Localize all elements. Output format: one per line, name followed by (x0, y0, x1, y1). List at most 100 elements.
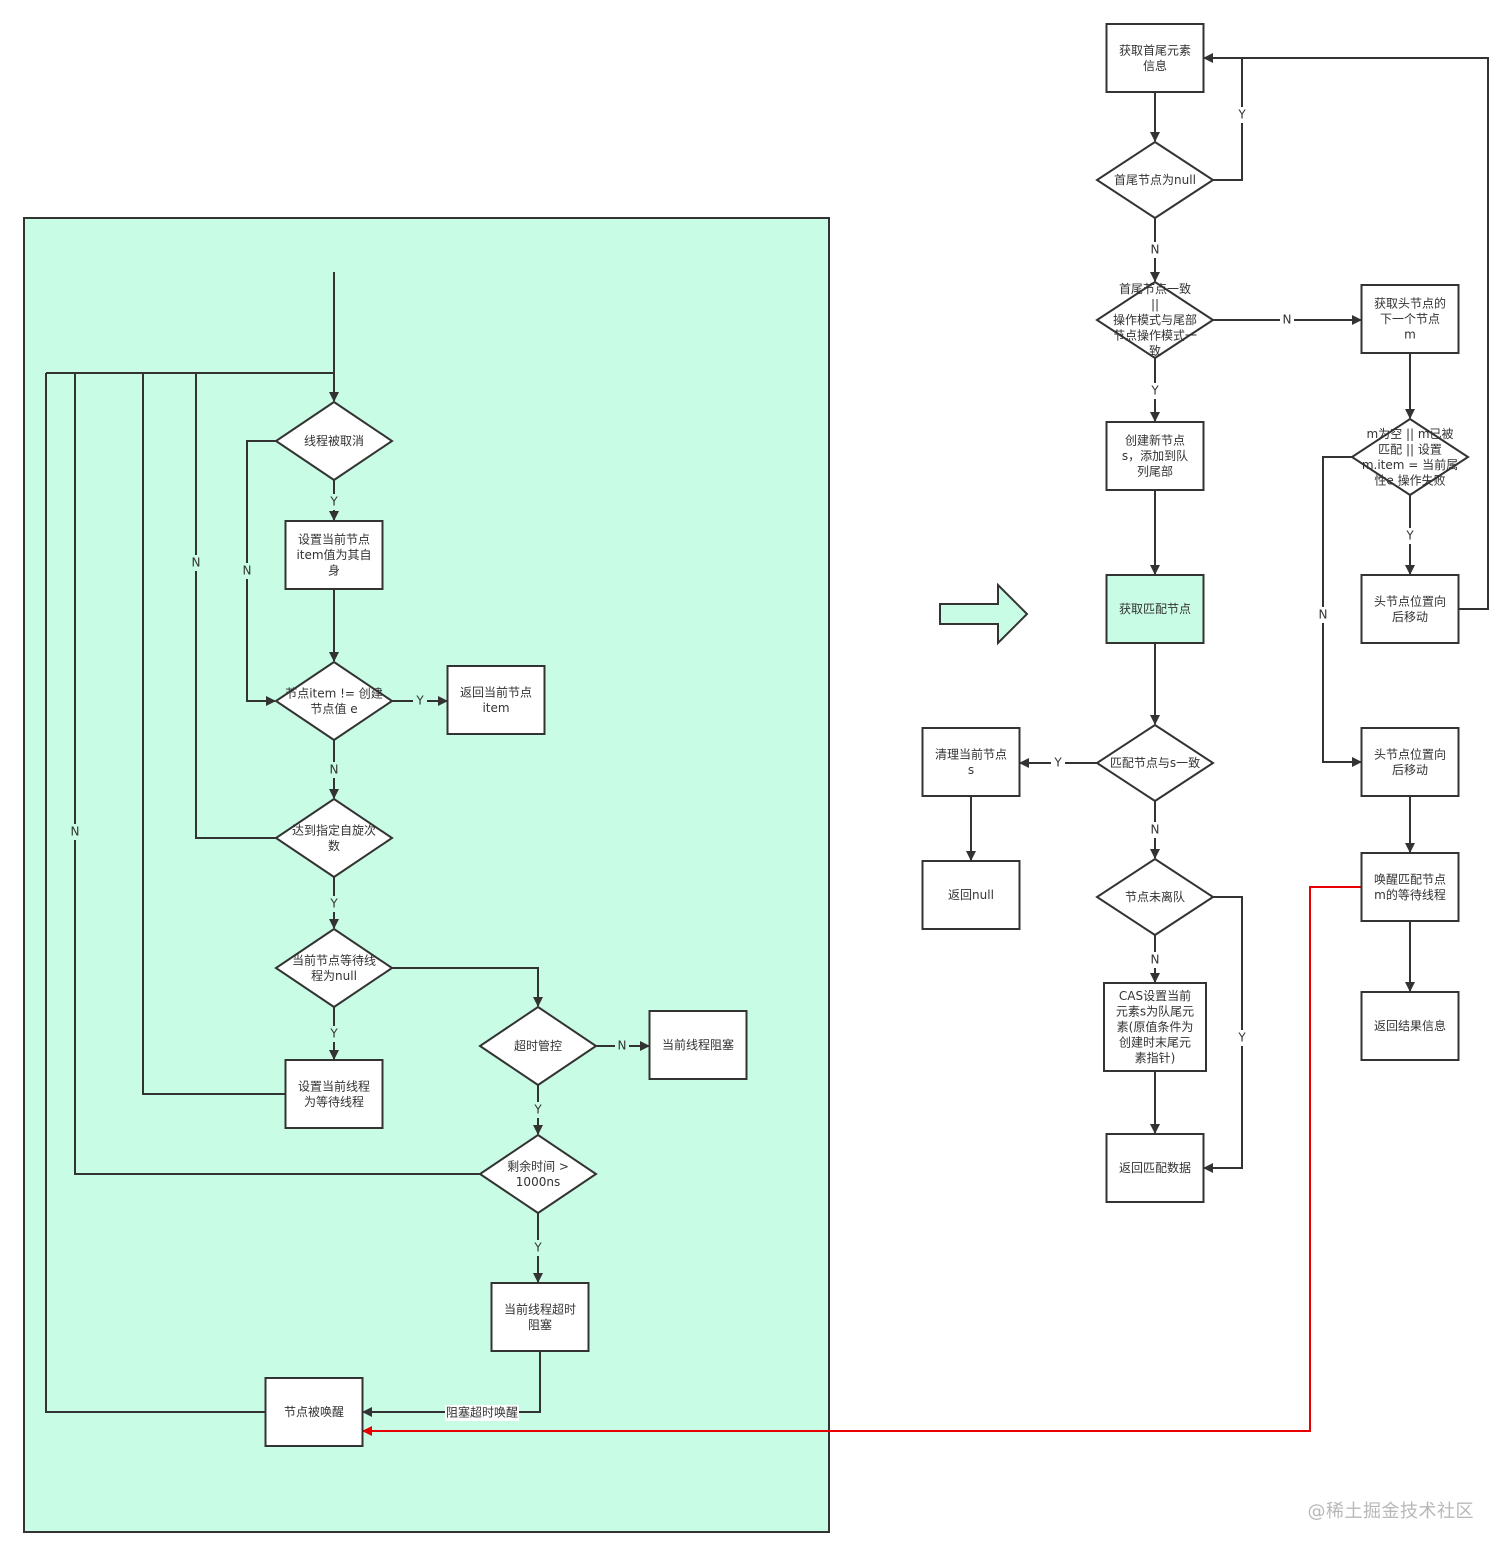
node-not-off-list: 节点未离队 (1095, 857, 1215, 937)
node-label: 线程被取消 (304, 433, 364, 448)
node-label: 当前线程超时阻塞 (504, 1301, 576, 1332)
flow-connector (362, 1351, 541, 1417)
node-label: 节点item != 创建节点值 e (285, 686, 383, 716)
svg-text:Y: Y (533, 1103, 542, 1117)
edge-label-item-n: N (327, 762, 341, 778)
node-advance-head-1: 头节点位置向后移动 (1360, 574, 1460, 644)
edge-label-mcheck-n: N (1316, 607, 1330, 623)
svg-text:Y: Y (329, 495, 338, 509)
edge-label-null-n: N (1148, 242, 1162, 258)
edge-label-spin-y: Y (327, 896, 341, 912)
svg-text:N: N (243, 564, 252, 578)
edge-label-offlist-n: N (1148, 952, 1162, 968)
node-label: 返回匹配数据 (1119, 1160, 1191, 1175)
node-label: 返回结果信息 (1374, 1018, 1446, 1033)
node-park: 当前线程阻塞 (648, 1010, 748, 1080)
svg-text:N: N (1319, 608, 1328, 622)
svg-text:N: N (1151, 243, 1160, 257)
svg-text:Y: Y (533, 1241, 542, 1255)
node-timed: 超时管控 (478, 1005, 598, 1087)
node-return-null: 返回null (921, 860, 1021, 930)
svg-text:Y: Y (329, 1027, 338, 1041)
edge-label-mode-y: Y (1148, 383, 1162, 399)
node-woken: 节点被唤醒 (264, 1377, 364, 1447)
edge-label-spin-n: N (189, 555, 203, 571)
node-spin-reached: 达到指定自旋次数 (274, 797, 394, 879)
node-park-nanos: 当前线程超时阻塞 (490, 1282, 590, 1352)
svg-text:N: N (330, 763, 339, 777)
node-label: 获取首尾元素信息 (1119, 43, 1191, 73)
flow-connector (45, 373, 266, 1413)
edge-label-timed-y: Y (531, 1102, 545, 1118)
flow-connector (1242, 57, 1489, 610)
svg-text:Y: Y (415, 694, 424, 708)
node-match-is-s: 匹配节点与s一致 (1095, 723, 1215, 803)
node-return-result: 返回结果信息 (1360, 991, 1460, 1061)
node-advance-head-2: 头节点位置向后移动 (1360, 727, 1460, 797)
flow-connector (195, 373, 276, 839)
node-label: 首尾节点一致||操作模式与尾部节点操作模式一致 (1113, 282, 1197, 358)
svg-text:N: N (1151, 953, 1160, 967)
node-get-head-tail: 获取首尾元素信息 (1105, 23, 1205, 93)
expand-arrow-icon (939, 582, 1029, 646)
node-label: 返回null (948, 888, 994, 902)
node-cancelled: 线程被取消 (274, 400, 394, 482)
node-label: CAS设置当前元素s为队尾元素(原值条件为创建时末尾元素指针) (1116, 988, 1194, 1065)
svg-text:N: N (618, 1039, 627, 1053)
svg-text:Y: Y (1053, 756, 1062, 770)
svg-text:Y: Y (1237, 108, 1246, 122)
edge-label-match-n: N (1148, 822, 1162, 838)
node-label: 达到指定自旋次数 (292, 822, 376, 853)
edge-label-cancelled-y: Y (327, 494, 341, 510)
edge-label-timeout-wake: 阻塞超时唤醒 (445, 1405, 519, 1421)
flow-connector (142, 373, 286, 1095)
node-set-waiter: 设置当前线程为等待线程 (284, 1059, 384, 1129)
node-await-match: 获取匹配节点 (1105, 574, 1205, 644)
edge-label-offlist-y: Y (1235, 1030, 1249, 1046)
flow-connector (392, 967, 543, 1007)
node-label: 头节点位置向后移动 (1374, 746, 1446, 777)
node-ht-null: 首尾节点为null (1095, 140, 1215, 220)
await-match-detail-container (23, 217, 830, 1533)
edge-label-timed-n: N (615, 1038, 629, 1054)
edge-label-remaining-y: Y (531, 1240, 545, 1256)
edge-label-match-y: Y (1051, 755, 1065, 771)
node-label: 首尾节点为null (1114, 173, 1196, 187)
node-label: 节点未离队 (1125, 889, 1185, 904)
node-label: 匹配节点与s一致 (1110, 756, 1200, 770)
node-label: 超时管控 (514, 1038, 562, 1053)
svg-text:Y: Y (329, 897, 338, 911)
svg-text:N: N (1151, 823, 1160, 837)
svg-text:阻塞超时唤醒: 阻塞超时唤醒 (446, 1405, 518, 1420)
node-label: 获取匹配节点 (1119, 602, 1191, 616)
node-label: 设置当前线程为等待线程 (298, 1078, 370, 1109)
node-label: 当前线程阻塞 (662, 1037, 734, 1052)
svg-text:Y: Y (1150, 384, 1159, 398)
node-item-ne-e: 节点item != 创建节点值 e (274, 660, 394, 742)
node-remaining: 剩余时间 >1000ns (478, 1133, 598, 1215)
svg-text:N: N (1283, 313, 1292, 327)
svg-text:Y: Y (1405, 529, 1414, 543)
node-label: 剩余时间 >1000ns (507, 1158, 569, 1189)
edge-label-remaining-n: N (68, 824, 82, 840)
node-label: 头节点位置向后移动 (1374, 593, 1446, 624)
svg-text:N: N (71, 825, 80, 839)
node-cas-tail: CAS设置当前元素s为队尾元素(原值条件为创建时末尾元素指针) (1103, 982, 1207, 1072)
flow-connector (74, 373, 480, 1175)
edge-label-item-y: Y (413, 693, 427, 709)
node-label: 节点被唤醒 (284, 1405, 344, 1419)
svg-text:Y: Y (1237, 1031, 1246, 1045)
svg-text:N: N (192, 556, 201, 570)
node-label: 当前节点等待线程为null (292, 952, 376, 983)
